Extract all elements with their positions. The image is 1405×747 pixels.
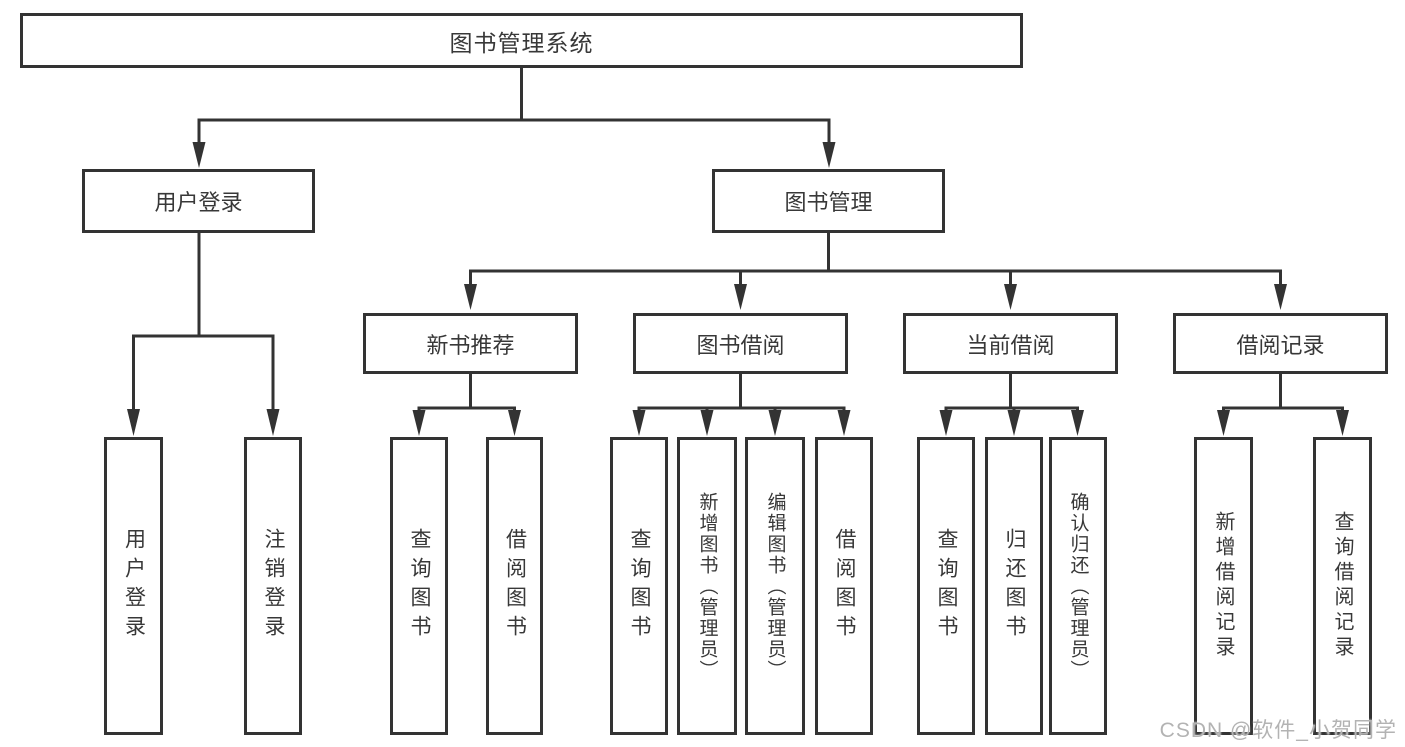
leaf-confirm-return-admin: 确认归还（管理员） bbox=[1049, 437, 1107, 735]
arrowhead-icon bbox=[127, 409, 140, 436]
node-user-login: 用户登录 bbox=[82, 169, 315, 233]
leaf-user-login: 用户登录 bbox=[104, 437, 163, 735]
leaf-logout: 注销登录 bbox=[244, 437, 302, 735]
arrowhead-icon bbox=[632, 410, 646, 436]
arrowhead-icon bbox=[464, 284, 477, 310]
node-book-borrowing: 图书借阅 bbox=[633, 313, 848, 374]
node-borrowing-records: 借阅记录 bbox=[1173, 313, 1388, 374]
csdn-watermark: CSDN @软件_小贺同学 bbox=[1159, 719, 1397, 742]
node-book-management: 图书管理 bbox=[712, 169, 945, 233]
connector-root-to-level2 bbox=[197, 68, 831, 145]
arrowhead-icon bbox=[939, 410, 953, 436]
node-library-management-system: 图书管理系统 bbox=[20, 13, 1023, 68]
arrowheads bbox=[127, 142, 1349, 436]
leaf-borrow-books: 借阅图书 bbox=[815, 437, 873, 735]
leaf-query-books-current: 查询图书 bbox=[917, 437, 975, 735]
arrowhead-icon bbox=[192, 142, 206, 168]
arrowhead-icon bbox=[700, 410, 714, 436]
leaf-query-books-borrow: 查询图书 bbox=[610, 437, 668, 735]
connector-book-mgmt-to-level3 bbox=[469, 233, 1282, 287]
arrowhead-icon bbox=[1274, 284, 1287, 310]
arrowhead-icon bbox=[1217, 410, 1230, 436]
arrowhead-icon bbox=[822, 142, 836, 168]
arrowhead-icon bbox=[1071, 410, 1084, 436]
connector-level3-to-leaves bbox=[417, 374, 1344, 414]
node-new-book-recommendation: 新书推荐 bbox=[363, 313, 578, 374]
arrowhead-icon bbox=[1004, 284, 1017, 310]
leaf-return-books: 归还图书 bbox=[985, 437, 1043, 735]
leaf-query-books-recommend: 查询图书 bbox=[390, 437, 448, 735]
arrowhead-icon bbox=[768, 410, 782, 436]
node-current-borrowing: 当前借阅 bbox=[903, 313, 1118, 374]
arrowhead-icon bbox=[1007, 410, 1021, 436]
leaf-borrow-books-recommend: 借阅图书 bbox=[486, 437, 543, 735]
arrowhead-icon bbox=[837, 410, 851, 436]
arrowhead-icon bbox=[1336, 410, 1349, 436]
arrowhead-icon bbox=[412, 410, 426, 436]
leaf-add-borrow-record: 新增借阅记录 bbox=[1194, 437, 1253, 735]
leaf-add-books-admin: 新增图书（管理员） bbox=[677, 437, 737, 735]
arrowhead-icon bbox=[508, 410, 521, 436]
leaf-query-borrow-record: 查询借阅记录 bbox=[1313, 437, 1372, 735]
connector-user-login-to-leaves bbox=[132, 233, 275, 412]
arrowhead-icon bbox=[266, 409, 280, 436]
leaf-edit-books-admin: 编辑图书（管理员） bbox=[745, 437, 805, 735]
arrowhead-icon bbox=[734, 284, 747, 310]
